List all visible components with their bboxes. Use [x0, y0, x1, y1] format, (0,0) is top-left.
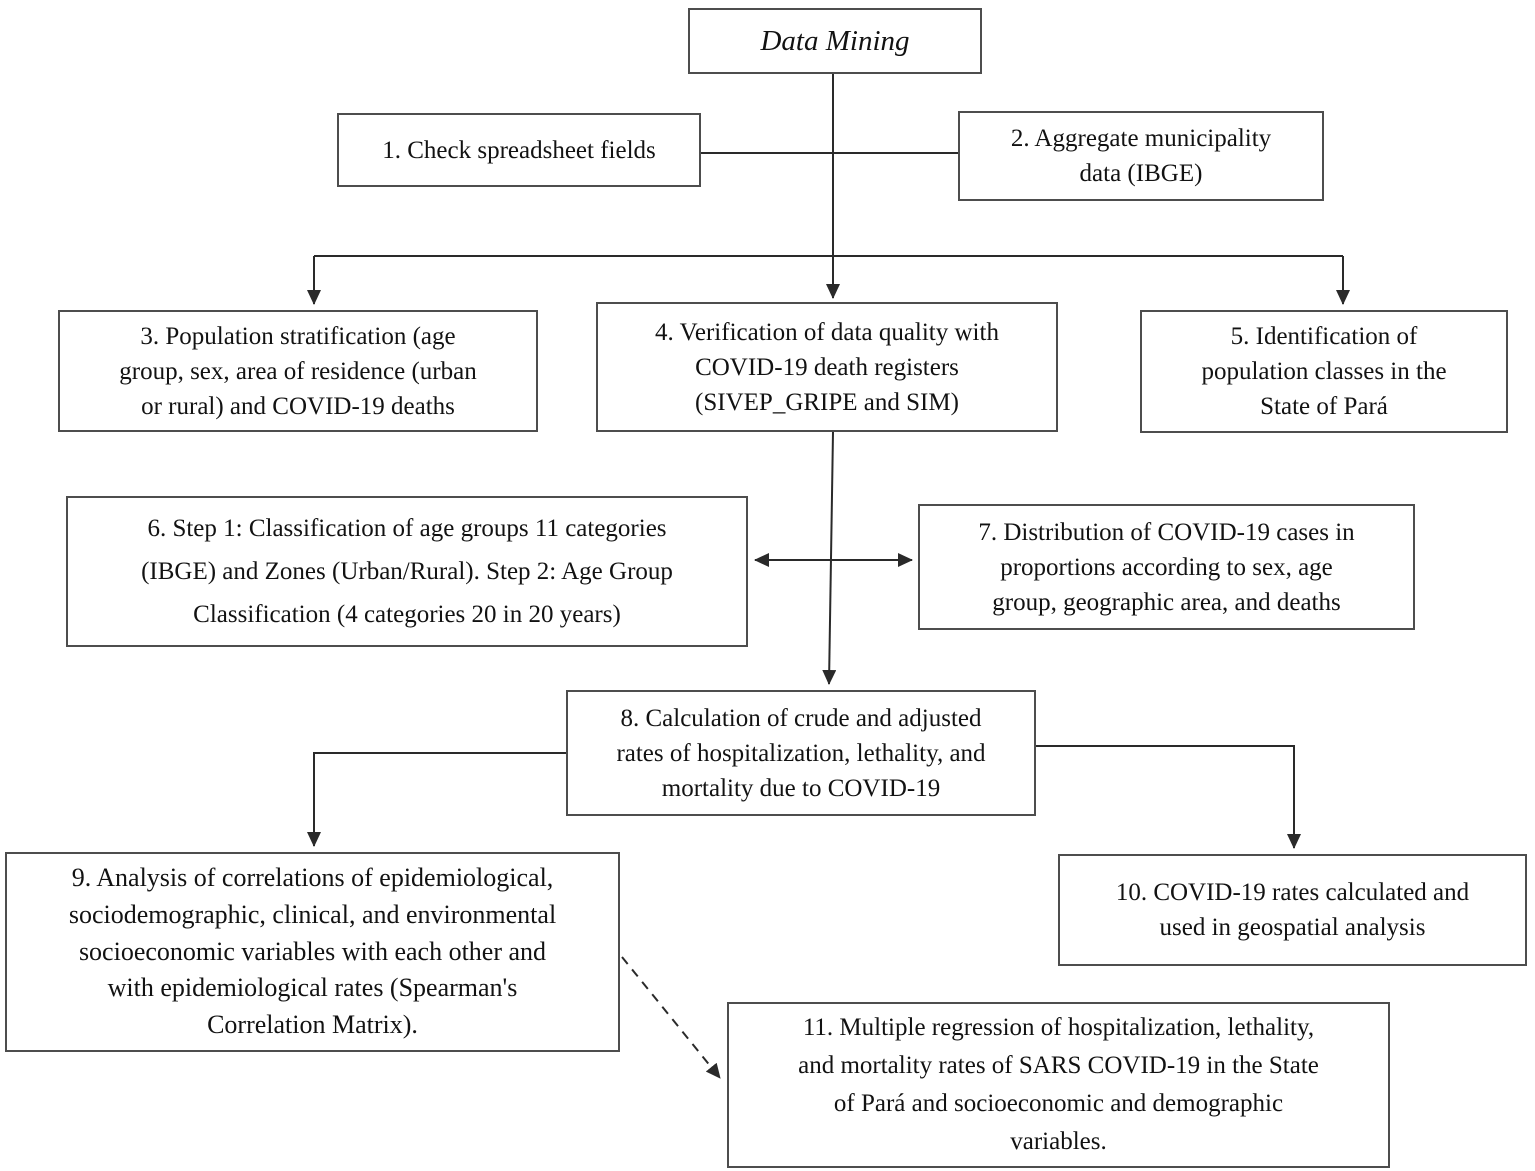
node-4-data-quality-verification: 4. Verification of data quality with COV… — [596, 302, 1058, 432]
node-7-label: 7. Distribution of COVID-19 cases in pro… — [978, 518, 1355, 616]
node-5-population-classes: 5. Identification of population classes … — [1140, 310, 1508, 433]
node-data-mining: Data Mining — [688, 8, 982, 74]
node-data-mining-label: Data Mining — [760, 24, 910, 57]
node-11-multiple-regression: 11. Multiple regression of hospitalizati… — [727, 1002, 1390, 1168]
node-2-label: 2. Aggregate municipality data (IBGE) — [1010, 125, 1272, 187]
node-6-label: 6. Step 1: Classification of age groups … — [141, 515, 673, 628]
node-6-age-group-classification: 6. Step 1: Classification of age groups … — [66, 496, 748, 647]
node-10-geospatial-rates: 10. COVID-19 rates calculated and used i… — [1058, 854, 1527, 966]
node-1-label: 1. Check spreadsheet fields — [382, 136, 656, 164]
node-8-label: 8. Calculation of crude and adjusted rat… — [616, 704, 986, 802]
node-3-label: 3. Population stratification (age group,… — [119, 322, 477, 420]
node-9-label: 9. Analysis of correlations of epidemiol… — [68, 862, 557, 1040]
node-9-correlation-analysis: 9. Analysis of correlations of epidemiol… — [5, 852, 620, 1052]
node-4-label: 4. Verification of data quality with COV… — [655, 318, 999, 416]
node-8-rate-calculation: 8. Calculation of crude and adjusted rat… — [566, 690, 1036, 816]
node-3-population-stratification: 3. Population stratification (age group,… — [58, 310, 538, 432]
node-11-label: 11. Multiple regression of hospitalizati… — [798, 1014, 1319, 1155]
node-7-covid-case-distribution: 7. Distribution of COVID-19 cases in pro… — [918, 504, 1415, 630]
node-2-aggregate-municipality-data: 2. Aggregate municipality data (IBGE) — [958, 111, 1324, 201]
arrow-node4-to-node8 — [822, 431, 837, 685]
dashed-arrow-node9-to-node11 — [621, 956, 721, 1079]
node-1-check-spreadsheet-fields: 1. Check spreadsheet fields — [337, 113, 701, 187]
node-5-label: 5. Identification of population classes … — [1201, 323, 1447, 420]
node-10-label: 10. COVID-19 rates calculated and used i… — [1115, 879, 1470, 941]
arrow-node8-to-node10 — [1036, 745, 1301, 849]
arrow-node8-to-node9 — [307, 752, 566, 847]
